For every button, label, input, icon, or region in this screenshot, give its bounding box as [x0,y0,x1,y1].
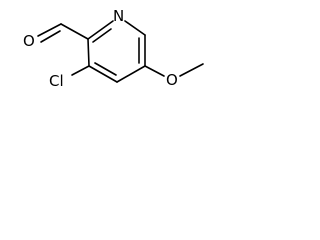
bond-c4-c3-inner [94,62,117,76]
methoxy-group [144,63,204,77]
ether-oxygen-label: O [166,71,178,89]
bond-c2-n1-inner [92,28,112,43]
aldehyde-oxygen-label: O [23,32,35,50]
bond-o-ch3 [179,63,204,77]
ring-nitrogen-label: N [113,7,124,25]
bond-c4-c3 [88,65,118,83]
bond-c5-o [144,65,165,77]
bond-cho-o-inner [40,30,61,43]
pyridine-ring [87,20,146,83]
aldehyde-group [37,23,89,43]
chemical-structure-drawing: O N Cl O [23,7,204,90]
bond-c3-c2 [87,38,90,67]
bond-c5-c4 [116,65,146,83]
bond-n1-c6 [124,20,146,36]
bond-c2-n1 [87,20,114,40]
bond-c2-cho [60,23,89,40]
chloro-substituent [71,65,90,76]
bond-c3-cl [71,65,90,76]
chlorine-label: Cl [49,72,64,90]
bond-cho-o [37,23,62,37]
